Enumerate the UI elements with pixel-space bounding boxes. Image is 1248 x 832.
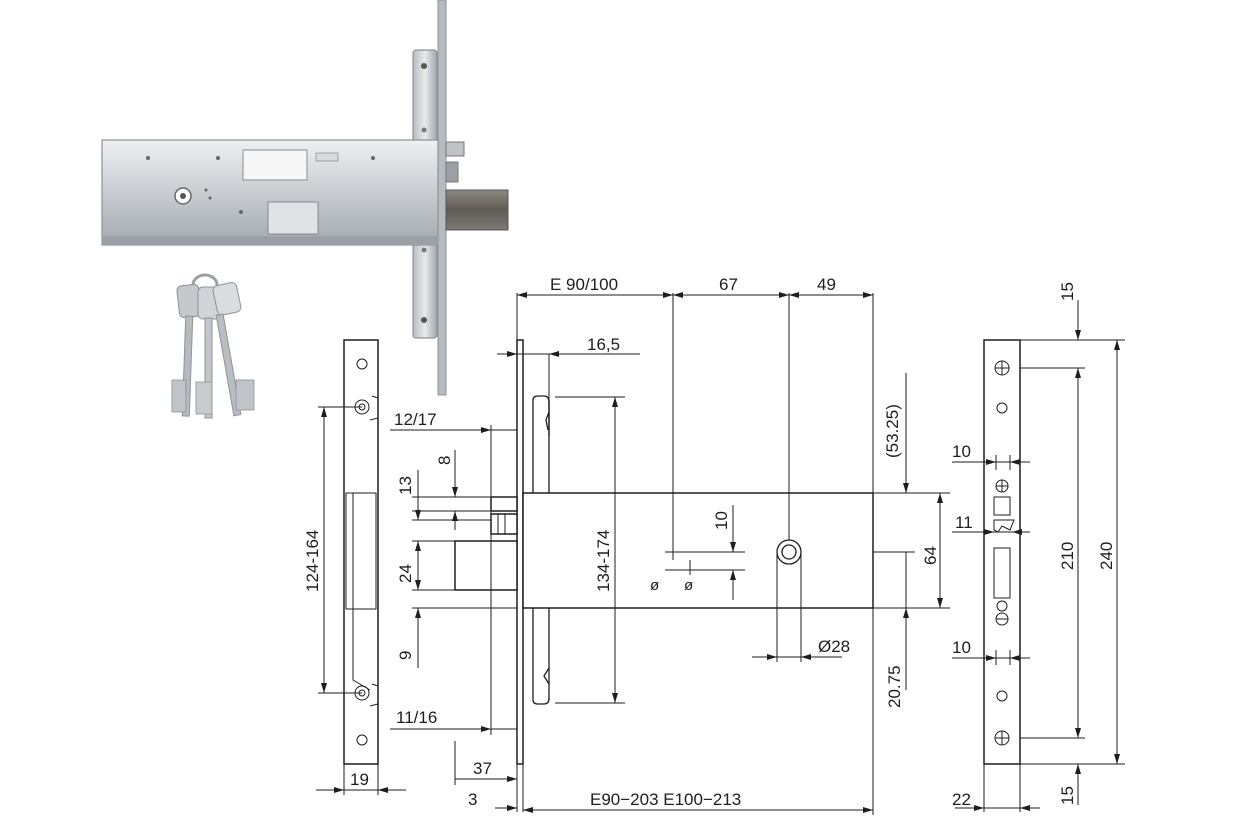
- dim-12-17: 12/17: [394, 410, 437, 429]
- dim-16-5: 16,5: [587, 335, 620, 354]
- lock-side-drawing: [454, 339, 874, 765]
- dim-total-length: E90−203 E100−213: [590, 790, 741, 809]
- dim-134-174: 134-174: [594, 530, 613, 592]
- dim-24: 24: [396, 564, 415, 583]
- dimension-lines: [316, 292, 1125, 815]
- dim-124-164: 124-164: [303, 530, 322, 592]
- keys-photo: [171, 273, 255, 419]
- dim-19: 19: [350, 770, 369, 789]
- dimension-labels: E 90/100 67 49 16,5 12/17 11/16 19 37 3 …: [303, 275, 1116, 809]
- dim-15-top: 15: [1058, 282, 1077, 301]
- strike-plate-drawing: [343, 339, 379, 765]
- dim-e-backset: E 90/100: [550, 275, 618, 294]
- dim-37: 37: [473, 759, 492, 778]
- dim-10-bottom: 10: [952, 638, 971, 657]
- dim-10-center: 10: [712, 511, 731, 530]
- dim-210: 210: [1058, 542, 1077, 570]
- dim-15-bottom: 15: [1058, 786, 1077, 805]
- dim-67: 67: [719, 275, 738, 294]
- dim-13: 13: [396, 476, 415, 495]
- dim-22: 22: [952, 790, 971, 809]
- dim-11-16: 11/16: [396, 708, 437, 727]
- phi-symbol-left: ø: [650, 577, 659, 594]
- dim-diameter-28: Ø28: [818, 637, 850, 656]
- dim-3: 3: [468, 790, 477, 809]
- dim-49: 49: [817, 275, 836, 294]
- dim-9: 9: [396, 651, 415, 660]
- dim-240: 240: [1097, 542, 1116, 570]
- lock-photo: [101, 0, 509, 396]
- dim-10-top: 10: [952, 442, 971, 461]
- dim-64: 64: [921, 546, 940, 565]
- dim-53-25: (53.25): [883, 404, 902, 458]
- dim-8: 8: [435, 456, 454, 465]
- dim-20-75: 20.75: [885, 665, 904, 708]
- faceplate-front-drawing: [983, 339, 1021, 765]
- dim-11: 11: [955, 513, 973, 532]
- phi-symbol-right: ø: [684, 577, 693, 594]
